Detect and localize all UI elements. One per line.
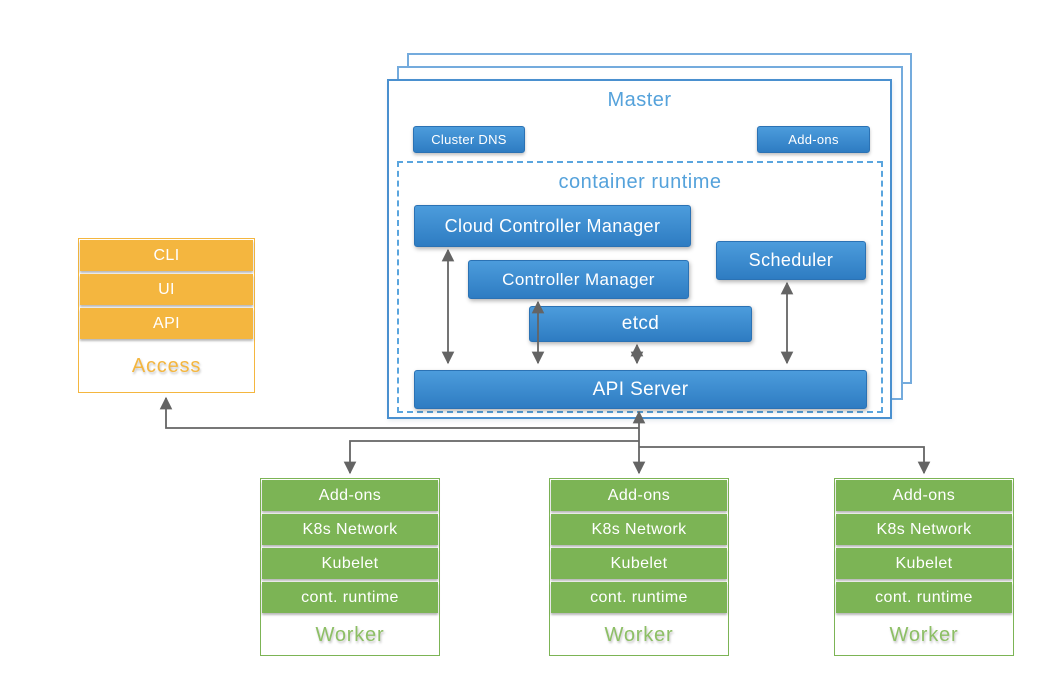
worker-row-k8s-network: K8s Network (836, 514, 1012, 545)
access-row-cli: CLI (80, 240, 253, 271)
access-node: CLI UI API Access (78, 238, 255, 393)
worker-node-1: Add-ons K8s Network Kubelet cont. runtim… (260, 478, 440, 656)
worker-row-kubelet: Kubelet (836, 548, 1012, 579)
scheduler-box: Scheduler (716, 241, 866, 280)
api-server-box: API Server (414, 370, 867, 409)
worker-row-k8s-network: K8s Network (551, 514, 727, 545)
worker-node-label: Worker (889, 623, 959, 646)
api-server-label: API Server (592, 378, 689, 400)
worker-row-addons: Add-ons (551, 480, 727, 511)
container-runtime-title: container runtime (558, 171, 722, 193)
cloud-controller-manager-label: Cloud Controller Manager (444, 215, 661, 236)
master-addons-label: Add-ons (788, 132, 839, 147)
worker-node-3: Add-ons K8s Network Kubelet cont. runtim… (834, 478, 1014, 656)
worker-row-addons: Add-ons (836, 480, 1012, 511)
worker-row-k8s-network: K8s Network (262, 514, 438, 545)
worker-row-cont-runtime: cont. runtime (262, 582, 438, 613)
container-runtime-box: container runtime Cloud Controller Manag… (397, 161, 883, 413)
master-title: Master (607, 89, 672, 111)
arrow-apiserver-worker-3 (639, 446, 931, 475)
access-node-label: Access (131, 355, 202, 377)
controller-manager-box: Controller Manager (468, 260, 689, 299)
cluster-dns-label: Cluster DNS (431, 132, 507, 147)
worker-node-2: Add-ons K8s Network Kubelet cont. runtim… (549, 478, 729, 656)
worker-row-cont-runtime: cont. runtime (551, 582, 727, 613)
master-box: Master Cluster DNS Add-ons container run… (387, 79, 892, 419)
worker-row-cont-runtime: cont. runtime (836, 582, 1012, 613)
controller-manager-label: Controller Manager (502, 269, 655, 289)
access-row-api: API (80, 308, 253, 339)
worker-row-kubelet: Kubelet (551, 548, 727, 579)
access-row-ui: UI (80, 274, 253, 305)
master-addons-box: Add-ons (757, 126, 870, 153)
arrow-apiserver-worker-1 (343, 440, 639, 475)
worker-row-kubelet: Kubelet (262, 548, 438, 579)
worker-node-label: Worker (315, 623, 385, 646)
cloud-controller-manager-box: Cloud Controller Manager (414, 205, 691, 247)
etcd-box: etcd (529, 306, 752, 342)
worker-node-label: Worker (604, 623, 674, 646)
scheduler-label: Scheduler (748, 250, 834, 270)
worker-row-addons: Add-ons (262, 480, 438, 511)
etcd-label: etcd (621, 313, 660, 334)
cluster-dns-box: Cluster DNS (413, 126, 525, 153)
